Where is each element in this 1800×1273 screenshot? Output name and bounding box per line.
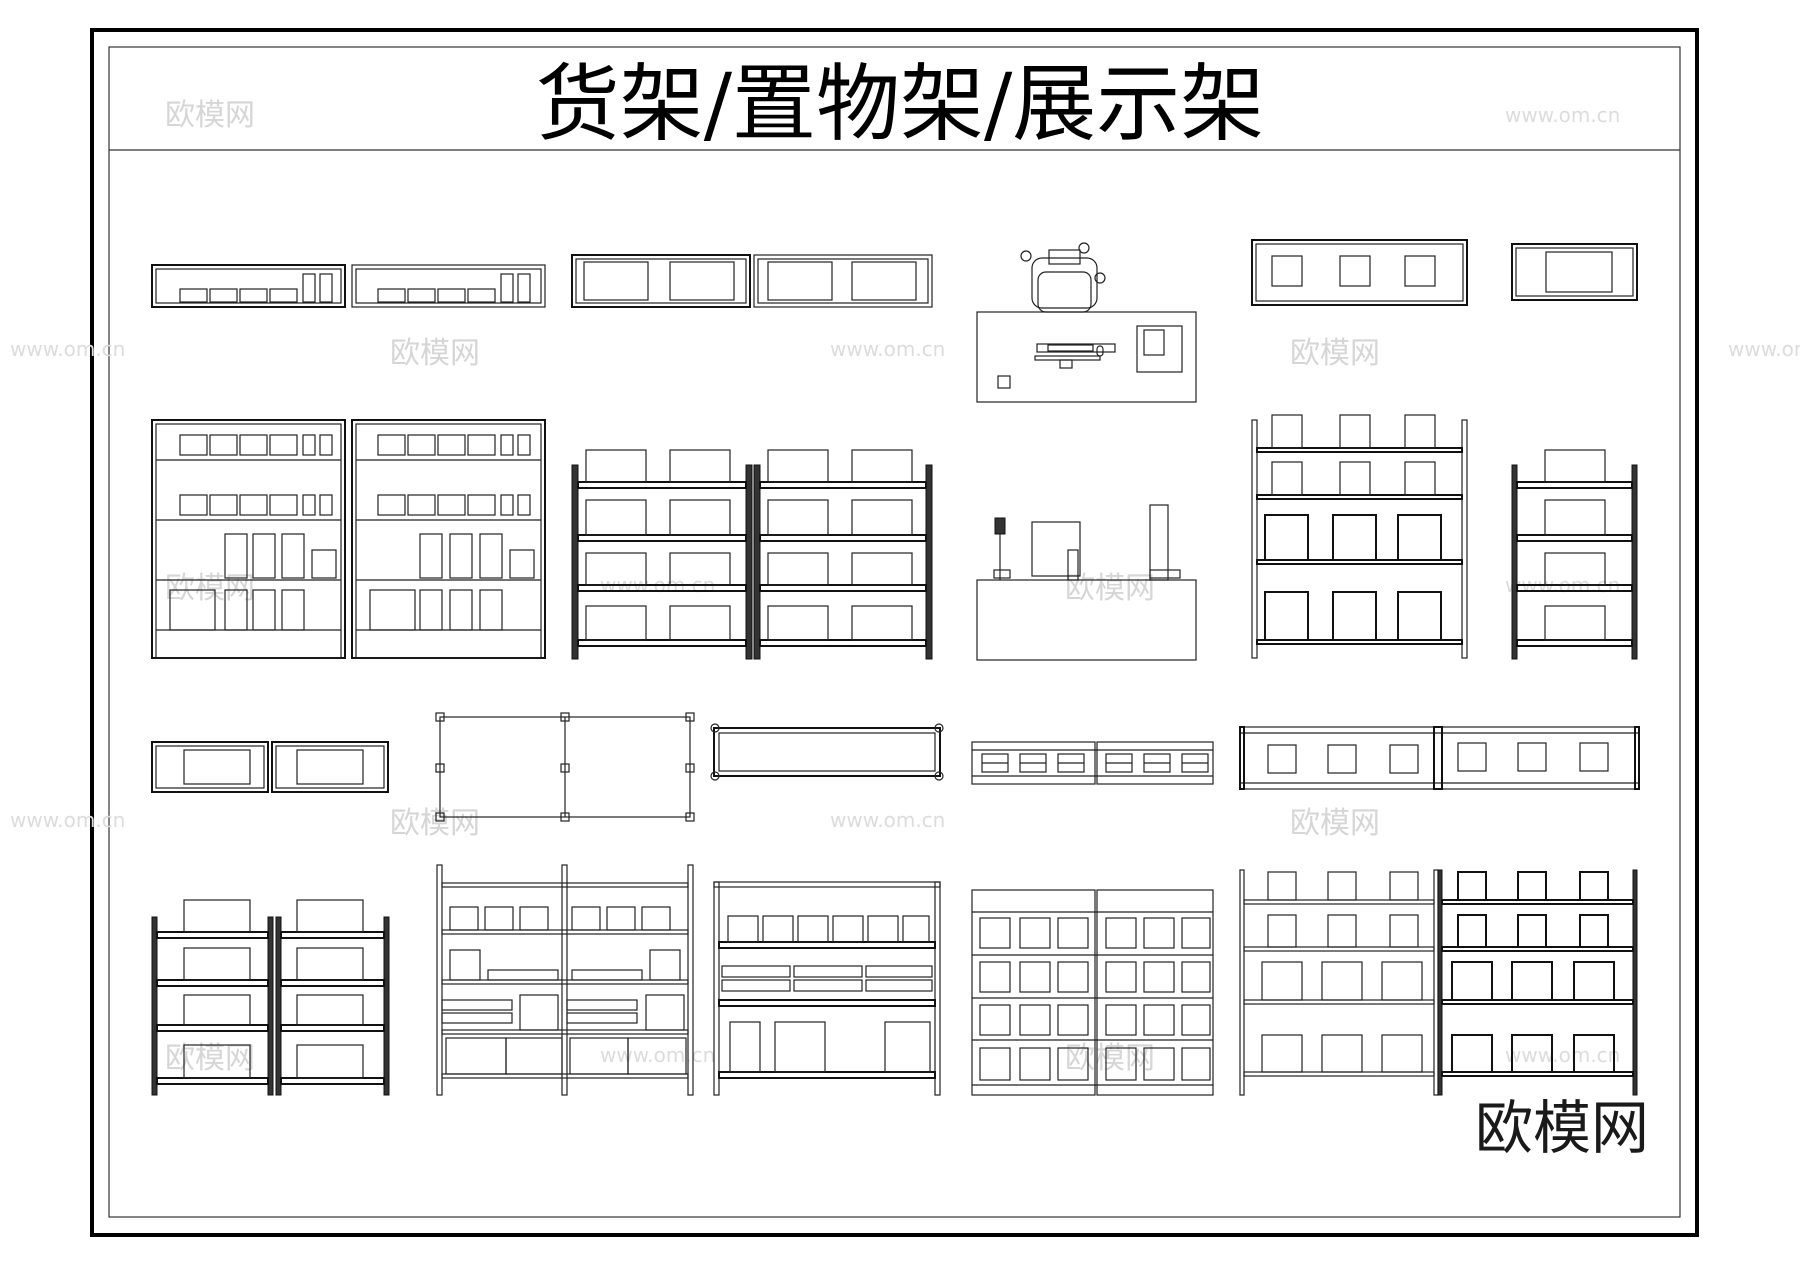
shelf-plan-9: [1239, 726, 1640, 790]
shelf-elevation-1: [151, 419, 546, 659]
svg-text:欧模网: 欧模网: [390, 336, 480, 371]
shelf-plan-8: [971, 741, 1214, 785]
faint-watermarks: 欧模网 www.om.cn 欧模网 www.om.cn 欧模网 www.om.c…: [10, 98, 1800, 1076]
shelf-elevation-3: [1251, 414, 1468, 659]
desk-elevation: [976, 504, 1197, 661]
svg-text:欧模网: 欧模网: [1290, 336, 1380, 371]
sheet-title: 货架/置物架/展示架: [536, 55, 1265, 153]
shelf-plan-2: [571, 254, 933, 308]
svg-text:www.om.cn: www.om.cn: [830, 808, 945, 832]
shelf-elevation-8: [971, 889, 1214, 1096]
shelf-elevation-5: [151, 899, 390, 1096]
svg-text:欧模网: 欧模网: [1290, 806, 1380, 841]
svg-text:www.om.cn: www.om.cn: [1505, 103, 1620, 127]
shelf-plan-1: [151, 264, 546, 308]
desk-plan: [976, 242, 1197, 403]
svg-text:欧模网: 欧模网: [390, 806, 480, 841]
shelf-plan-5: [151, 741, 389, 793]
shelf-elevation-9: [1239, 869, 1638, 1096]
shelf-elevation-7: [713, 881, 941, 1096]
svg-text:www.om.cn: www.om.cn: [1505, 1043, 1620, 1067]
svg-text:欧模网: 欧模网: [1065, 1041, 1155, 1076]
svg-text:欧模网: 欧模网: [165, 98, 255, 133]
svg-text:www.om.cn: www.om.cn: [10, 337, 125, 361]
svg-text:欧模网: 欧模网: [165, 571, 255, 606]
svg-text:www.om.cn: www.om.cn: [1728, 337, 1800, 361]
shelf-plan-4: [1511, 243, 1638, 301]
svg-text:欧模网: 欧模网: [165, 1041, 255, 1076]
shelf-elevation-4: [1511, 449, 1638, 660]
shelf-plan-3: [1251, 239, 1468, 306]
inner-frame: [108, 46, 1681, 1218]
shelf-elevation-2: [571, 449, 933, 660]
svg-text:欧模网: 欧模网: [1065, 571, 1155, 606]
outer-frame: [90, 28, 1699, 1237]
svg-text:www.om.cn: www.om.cn: [10, 808, 125, 832]
watermark-logo: 欧模网: [1475, 1094, 1649, 1162]
svg-text:www.om.cn: www.om.cn: [600, 1043, 715, 1067]
shelf-plan-6: [435, 712, 695, 822]
shelf-plan-7: [710, 723, 944, 781]
svg-text:www.om.cn: www.om.cn: [830, 337, 945, 361]
shelf-elevation-6: [436, 864, 694, 1096]
